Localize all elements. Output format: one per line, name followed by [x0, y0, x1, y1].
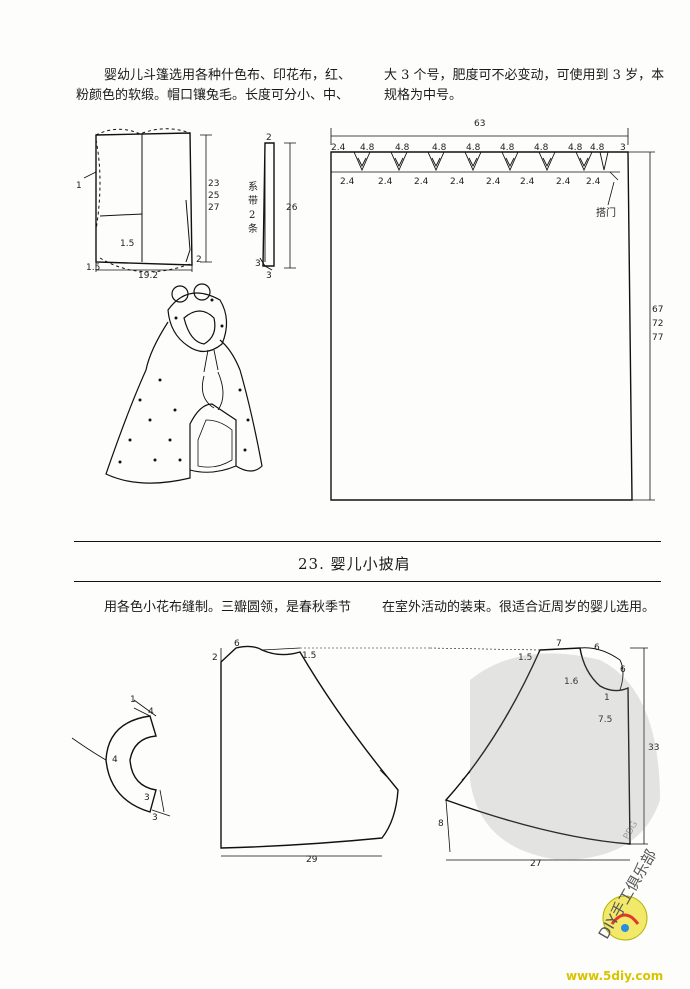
intro-paragraph-line-3: 大 3 个号，肥度可不必变动，可使用到 3 岁，本: [384, 68, 665, 83]
cape-top-5: 4.8: [500, 143, 515, 153]
intro-paragraph-line-2: 粉颜色的软缎。帽口镶兔毛。长度可分小、中、: [76, 88, 350, 103]
cape-top-8: 4.8: [590, 143, 605, 153]
shawl-back-labels: 2 6 1.5 29: [212, 639, 318, 865]
cape-overlap-label: 搭门: [596, 206, 616, 219]
hood-label-2: 2: [196, 255, 202, 265]
shawl-back-label-6: 6: [234, 639, 240, 649]
shawl-front-label-1: 1: [604, 693, 610, 703]
cape-top-9: 3: [620, 143, 626, 153]
shawl-front-label-7-5: 7.5: [598, 715, 612, 725]
cape-bottom-6: 2.4: [556, 177, 571, 187]
cape-top-0: 2.4: [331, 143, 346, 153]
shawl-description-right: 在室外活动的装束。很适合近周岁的婴儿选用。: [382, 600, 656, 615]
brand-logo: [602, 895, 648, 941]
strap-labels: 2 系 带 2 条 26 3 3: [248, 133, 298, 281]
brand-url: www.5diy.com: [566, 969, 663, 983]
section-title: 23. 婴儿小披肩: [298, 555, 411, 573]
shawl-back-pattern-diagram: [220, 645, 430, 857]
cape-length-2: 72: [652, 319, 663, 329]
cape-bottom-0: 2.4: [340, 177, 355, 187]
cape-illustration: [105, 283, 263, 484]
collar-labels: 1 4 4 3 3: [112, 695, 158, 823]
shawl-front-labels: 1.5 7 6 6 1.6 1 7.5 33 8 27: [438, 639, 659, 869]
shawl-back-label-2: 2: [212, 653, 218, 663]
cape-bottom-5: 2.4: [520, 177, 535, 187]
collar-label-1: 4: [148, 707, 154, 717]
hood-height-1: 23: [208, 179, 219, 189]
shawl-front-label-33: 33: [648, 743, 659, 753]
hood-height-2: 25: [208, 191, 219, 201]
watermark-stamp: [470, 653, 660, 860]
shawl-front-label-1-5: 1.5: [518, 653, 532, 663]
collar-label-3: 3: [144, 793, 150, 803]
collar-label-0: 1: [130, 695, 136, 705]
cape-top-2: 4.8: [395, 143, 410, 153]
strap-label-3b: 3: [266, 271, 272, 281]
shawl-front-label-7: 7: [556, 639, 562, 649]
cape-length-3: 77: [652, 333, 663, 343]
collar-label-2: 4: [112, 755, 118, 765]
cape-pattern-diagram: [330, 128, 655, 501]
strap-label-3a: 3: [255, 259, 261, 269]
hood-label-1-5-bottom: 1.5: [86, 263, 100, 273]
strap-length: 26: [286, 203, 298, 213]
hood-label-1-5-inner: 1.5: [120, 239, 134, 249]
shawl-description-left: 用各色小花布缝制。三瓣圆领，是春秋季节: [104, 600, 352, 615]
cape-top-7: 4.8: [568, 143, 583, 153]
cape-bottom-7: 2.4: [586, 177, 601, 187]
strap-text-2: 带: [248, 195, 258, 207]
hood-height-3: 27: [208, 203, 219, 213]
intro-paragraph-line-4: 规格为中号。: [384, 88, 463, 103]
shawl-front-label-6b: 6: [620, 665, 626, 675]
hood-label-1: 1: [76, 181, 82, 191]
cape-top-4: 4.8: [466, 143, 481, 153]
strap-text-1: 系: [248, 181, 258, 193]
shawl-front-label-8: 8: [438, 819, 444, 829]
shawl-back-label-29: 29: [306, 855, 318, 865]
shawl-front-label-27: 27: [530, 859, 541, 869]
strap-text-3: 2: [249, 210, 255, 221]
cape-top-3: 4.8: [432, 143, 447, 153]
cape-bottom-2: 2.4: [414, 177, 429, 187]
shawl-front-label-6a: 6: [594, 643, 600, 653]
cape-bottom-1: 2.4: [378, 177, 393, 187]
cape-width: 63: [474, 119, 485, 129]
shawl-front-label-1-6: 1.6: [564, 677, 579, 687]
strap-label-top: 2: [266, 133, 272, 143]
hood-label-19-2: 19.2: [138, 271, 158, 281]
hood-pattern-diagram: [83, 128, 212, 273]
hood-labels: 1 23 25 27 1.5 1.5 19.2 2: [76, 179, 219, 281]
strap-text-4: 条: [248, 222, 258, 235]
cape-bottom-4: 2.4: [486, 177, 501, 187]
section-divider-top: [74, 541, 661, 542]
shawl-front-pattern-diagram: [429, 647, 648, 861]
cape-length-1: 67: [652, 305, 663, 315]
cape-top-6: 4.8: [534, 143, 549, 153]
collar-label-4: 3: [152, 813, 158, 823]
section-divider-bottom: [74, 581, 661, 582]
cape-bottom-3: 2.4: [450, 177, 465, 187]
collar-pattern-diagram: [71, 699, 171, 817]
cape-top-1: 4.8: [360, 143, 375, 153]
strap-pattern-diagram: [259, 142, 296, 271]
cape-labels: 63 2.4 4.8 4.8 4.8 4.8 4.8 4.8 4.8 4.8 3…: [331, 119, 663, 343]
cape-fabric-dots: [118, 298, 250, 464]
intro-paragraph-line-1: 婴幼儿斗篷选用各种什色布、印花布，红、: [104, 68, 352, 83]
shawl-back-label-1-5: 1.5: [302, 651, 316, 661]
